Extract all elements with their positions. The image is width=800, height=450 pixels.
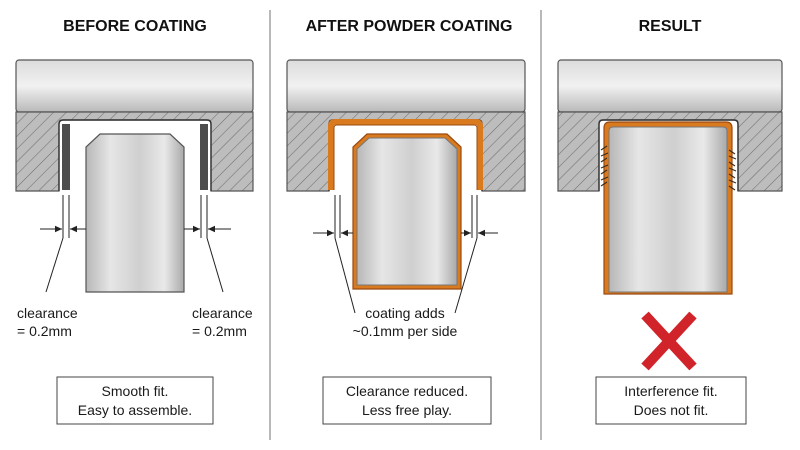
housing-coating xyxy=(328,119,483,190)
interference-marks xyxy=(600,145,737,191)
clearance-marker-left xyxy=(313,195,356,314)
clearance-marker-right xyxy=(454,195,498,314)
caption-line: Does not fit. xyxy=(634,402,709,418)
clearance-label: clearance xyxy=(192,305,253,321)
red-x-icon xyxy=(641,311,697,371)
panel-before-coating: BEFORE COATING cle xyxy=(15,18,254,425)
panel-title: BEFORE COATING xyxy=(63,18,207,35)
pin-jammed xyxy=(603,121,733,295)
caption-line: Smooth fit. xyxy=(102,383,169,399)
pin xyxy=(85,133,185,293)
caption-line: Easy to assemble. xyxy=(78,402,192,418)
caption-box: Smooth fit. Easy to assemble. xyxy=(56,376,214,425)
caption-line: Clearance reduced. xyxy=(346,383,468,399)
clearance-value: = 0.2mm xyxy=(17,323,72,339)
coating-note: ~0.1mm per side xyxy=(353,323,458,339)
pin xyxy=(352,133,462,290)
panel-title: AFTER POWDER COATING xyxy=(306,18,513,35)
coating-note: coating adds xyxy=(365,305,444,321)
caption-line: Interference fit. xyxy=(624,383,717,399)
housing xyxy=(557,59,783,192)
housing xyxy=(15,59,254,192)
caption-box: Clearance reduced. Less free play. xyxy=(322,376,492,425)
panel-title: RESULT xyxy=(639,18,702,35)
panel-result: RESULT Interference fit. Does not fit. xyxy=(557,18,783,425)
caption-box: Interference fit. Does not fit. xyxy=(595,376,747,425)
panel-after-powder-coating: AFTER POWDER COATING coating ad xyxy=(286,18,526,425)
caption-line: Less free play. xyxy=(362,402,452,418)
clearance-value: = 0.2mm xyxy=(192,323,247,339)
clearance-label: clearance xyxy=(17,305,78,321)
clearance-marker-left xyxy=(40,195,86,293)
clearance-marker-right xyxy=(184,195,231,293)
